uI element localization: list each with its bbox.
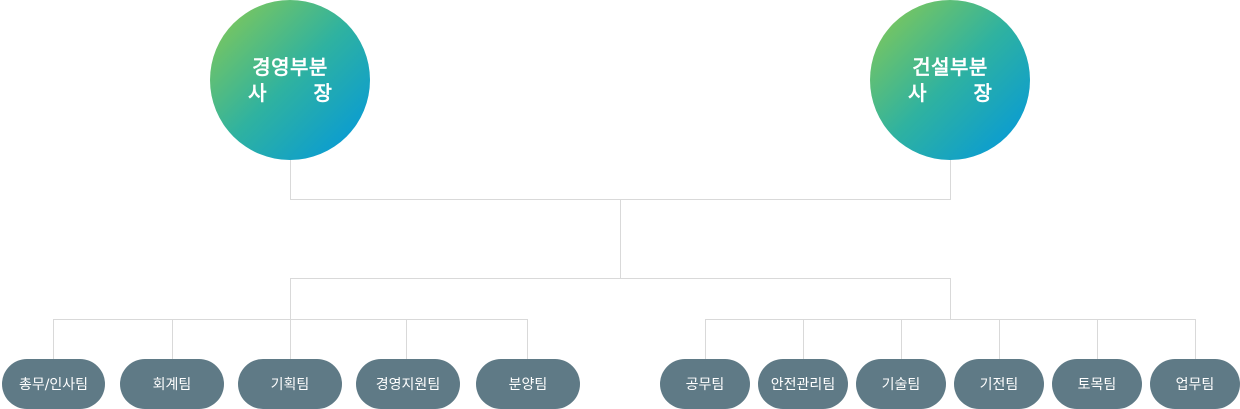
team-sales: 분양팀 [476,359,580,409]
team-accounting: 회계팀 [120,359,224,409]
management-president-node: 경영부분 사 장 [210,0,370,160]
management-president-role: 사 장 [248,81,332,105]
team-technology: 기술팀 [856,359,946,409]
construction-president-title: 건설부분 [912,55,988,79]
team-civil-engineering: 토목팀 [1052,359,1142,409]
management-president-title: 경영부분 [252,55,328,79]
construction-president-role: 사 장 [908,81,992,105]
team-construction-affairs: 공무팀 [660,359,750,409]
team-planning: 기획팀 [238,359,342,409]
team-mechanical-electrical: 기전팀 [954,359,1044,409]
team-management-support: 경영지원팀 [356,359,460,409]
team-safety-management: 안전관리팀 [758,359,848,409]
construction-president-node: 건설부분 사 장 [870,0,1030,160]
team-operations: 업무팀 [1150,359,1240,409]
team-general-affairs-hr: 총무/인사팀 [2,359,105,409]
